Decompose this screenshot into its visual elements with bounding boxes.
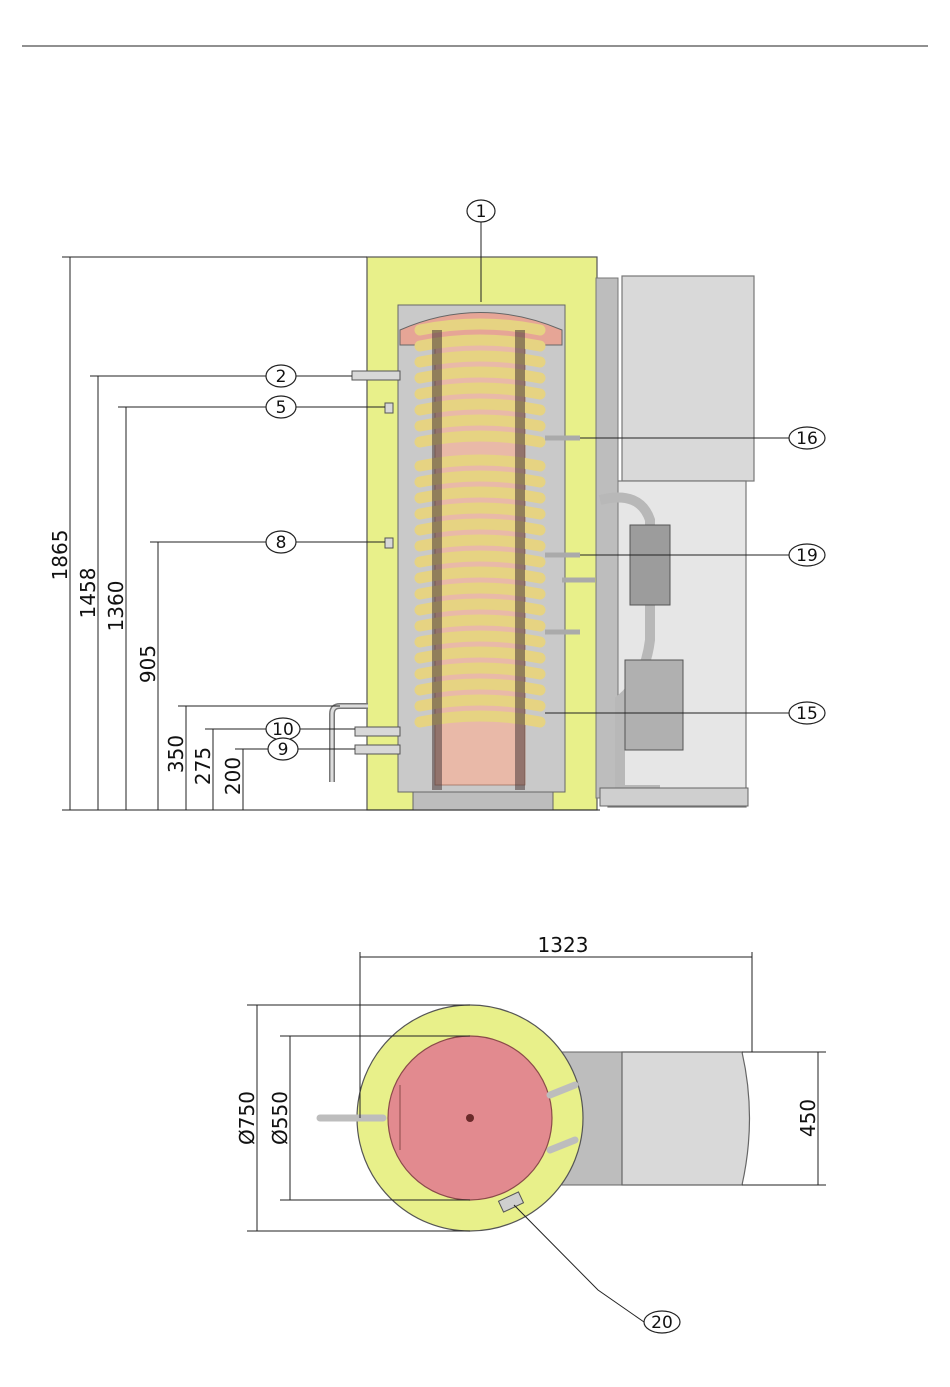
dim-conn-5: 1360 — [104, 581, 128, 632]
top-center-port — [466, 1114, 474, 1122]
svg-text:1: 1 — [476, 202, 487, 222]
heat-pump-lower — [608, 481, 746, 807]
dim-total-height: 1865 — [48, 530, 72, 581]
top-view: 1323 Ø750 Ø550 450 20 — [235, 933, 826, 1333]
svg-text:19: 19 — [796, 546, 818, 566]
dim-outer-diameter: Ø750 — [235, 1091, 259, 1145]
callout-10: 10 — [266, 718, 300, 740]
callout-2: 2 — [266, 365, 352, 387]
dim-conn-9: 200 — [221, 757, 245, 795]
callout-8: 8 — [266, 531, 296, 553]
callout-9: 9 — [268, 738, 298, 760]
svg-text:9: 9 — [278, 740, 289, 760]
svg-text:5: 5 — [276, 398, 287, 418]
base-frame — [600, 788, 748, 806]
vertical-duct — [596, 278, 618, 798]
svg-text:8: 8 — [276, 533, 287, 553]
dim-inner-diameter: Ø550 — [268, 1091, 292, 1145]
height-dimension-labels: 1865 1458 1360 905 350 275 200 — [48, 530, 245, 796]
dim-conn-10: 275 — [191, 747, 215, 785]
dim-unit-depth: 450 — [796, 1099, 820, 1137]
dim-total-width: 1323 — [538, 933, 589, 957]
heat-pump-upper — [622, 276, 754, 481]
side-view: 1865 1458 1360 905 350 275 200 1 2 5 8 — [48, 200, 825, 810]
svg-text:10: 10 — [272, 720, 294, 740]
dim-350: 350 — [164, 735, 188, 773]
top-unit-body — [622, 1052, 750, 1185]
condensate-pipe — [332, 706, 368, 782]
tank-base — [413, 792, 553, 810]
svg-text:20: 20 — [651, 1313, 673, 1333]
callout-20: 20 — [514, 1205, 680, 1333]
svg-text:2: 2 — [276, 367, 287, 387]
svg-text:15: 15 — [796, 704, 818, 724]
height-dimensions — [62, 257, 385, 810]
svg-text:16: 16 — [796, 429, 818, 449]
callout-5: 5 — [266, 396, 296, 418]
pump-box-lower — [625, 660, 683, 750]
dim-conn-2: 1458 — [76, 568, 100, 619]
pump-box-upper — [630, 525, 670, 605]
dim-conn-8: 905 — [136, 645, 160, 683]
